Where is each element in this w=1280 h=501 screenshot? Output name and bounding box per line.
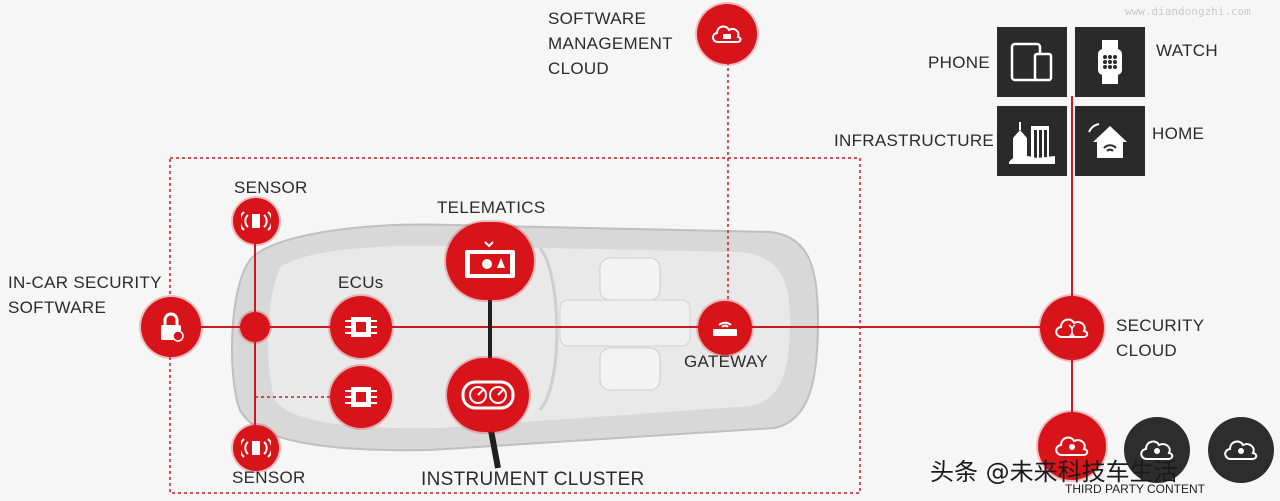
home-label: HOME (1152, 124, 1205, 143)
instrument-cluster-node[interactable] (447, 358, 529, 432)
infrastructure-tile[interactable] (997, 106, 1067, 176)
software-cloud-label: SOFTWARE MANAGEMENT CLOUD (548, 9, 673, 78)
lock-icon (161, 312, 184, 342)
telematics-label: TELEMATICS (437, 198, 546, 217)
phone-tablet-icon (1010, 42, 1053, 82)
phone-label: PHONE (928, 53, 990, 72)
cloud-user-icon (1140, 440, 1174, 460)
city-buildings-icon (1009, 122, 1055, 164)
instrument-cluster-label: INSTRUMENT CLUSTER (421, 469, 645, 490)
ecus-label: ECUs (338, 273, 384, 292)
cloud-dna-icon (1055, 318, 1089, 338)
security-cloud-label: SECURITY CLOUD (1116, 316, 1205, 360)
smartwatch-icon (1098, 40, 1122, 84)
third-party-label: THIRD PARTY CONTENT (1065, 482, 1206, 496)
third-party-node-3[interactable] (1208, 417, 1274, 483)
chip-icon (345, 317, 377, 337)
chip-icon (345, 387, 377, 407)
security-cloud-node[interactable] (1040, 296, 1104, 360)
cloud-user-icon (1224, 440, 1258, 460)
sensor-wave-icon (241, 211, 271, 231)
infrastructure-label: INFRASTRUCTURE (834, 131, 995, 150)
in-car-security-label: IN-CAR SECURITY SOFTWARE (8, 273, 162, 317)
gateway-label: GATEWAY (684, 352, 768, 371)
telematics-screen-icon (465, 241, 515, 278)
cloud-user-icon (1055, 436, 1089, 456)
home-tile[interactable] (1075, 106, 1145, 176)
smart-home-icon (1088, 123, 1127, 158)
telematics-node[interactable] (446, 222, 534, 300)
toutiao-watermark: 头条 @未来科技车生活 (930, 458, 1178, 486)
router-icon (713, 321, 737, 336)
ecu-node-1[interactable] (330, 296, 392, 358)
ecu-node-2[interactable] (330, 366, 392, 428)
sensor-bottom-label: SENSOR (232, 468, 306, 487)
vehicle-boundary (169, 157, 861, 494)
phone-tile[interactable] (997, 27, 1067, 97)
gauges-icon (461, 380, 515, 410)
bus-junction (240, 312, 270, 342)
software-cloud-node[interactable] (697, 4, 757, 64)
in-car-security-node[interactable] (141, 297, 201, 357)
third-party-node-2[interactable] (1124, 417, 1190, 483)
third-party-node-1[interactable] (1038, 412, 1106, 480)
cloud-download-icon (712, 25, 742, 43)
watch-tile[interactable] (1075, 27, 1145, 97)
sensor-top-node[interactable] (233, 198, 279, 244)
watch-label: WATCH (1156, 41, 1218, 60)
sensor-bottom-node[interactable] (233, 425, 279, 471)
sensor-wave-icon (241, 438, 271, 458)
site-url-watermark: www.diandongzhi.com (1125, 5, 1251, 18)
gateway-node[interactable] (698, 301, 752, 355)
sensor-top-label: SENSOR (234, 178, 308, 197)
